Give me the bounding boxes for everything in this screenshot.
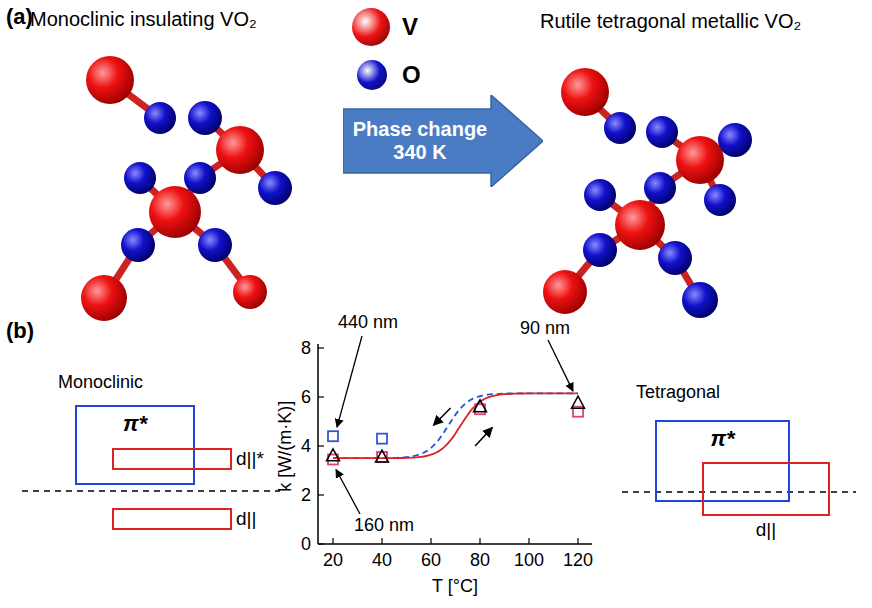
data-triangle (376, 450, 389, 462)
label: Monoclinic (58, 372, 143, 393)
data-triangle (474, 400, 487, 412)
tick-label: 4 (301, 436, 311, 457)
band-box: d||* (112, 448, 232, 470)
tick (318, 445, 324, 446)
tick (430, 538, 431, 544)
data-square (328, 431, 338, 441)
leader-arrow (548, 340, 573, 391)
label: k [W/(m·K)] (275, 401, 296, 492)
tick (479, 538, 480, 544)
band-label: d||* (236, 448, 264, 470)
fermi-level (622, 491, 856, 493)
tick-label: 0 (301, 534, 311, 555)
annotation: 440 nm (338, 312, 398, 333)
model-curve (333, 393, 578, 458)
tick (381, 538, 382, 544)
cooling-arrow (433, 408, 450, 425)
fermi-level (22, 490, 280, 492)
label: (b) (6, 318, 34, 343)
tick (318, 347, 324, 348)
tick (318, 543, 324, 544)
data-triangle (572, 396, 585, 408)
leader-arrow (337, 336, 362, 427)
tick-label: 80 (470, 550, 490, 571)
band-label: π* (123, 411, 147, 436)
label: Monoclinic insulating VO₂ (30, 8, 257, 31)
tick (577, 538, 578, 544)
tick-label: 8 (301, 338, 311, 359)
band-label: π* (710, 426, 734, 451)
band-box: d|| (702, 462, 830, 516)
tick (318, 396, 324, 397)
tick-label: 40 (372, 550, 392, 571)
band-label: d|| (236, 508, 256, 530)
band-label: d|| (756, 519, 776, 541)
label: (a) (6, 4, 33, 29)
label: Rutile tetragonal metallic VO₂ (540, 10, 801, 33)
tick-label: 100 (514, 550, 544, 571)
annotation: 160 nm (352, 515, 416, 536)
tick (332, 538, 333, 544)
band-box: d|| (112, 508, 232, 530)
leader-arrow (336, 469, 360, 514)
y-axis (317, 344, 319, 544)
arrow-label: Phase change 340 K (349, 118, 491, 164)
legend-text: V (402, 13, 418, 41)
legend-sphere (357, 60, 387, 90)
tick-label: 6 (301, 387, 311, 408)
legend-sphere (352, 8, 390, 46)
model-curve (333, 393, 578, 458)
tick-label: 60 (421, 550, 441, 571)
band-box: π* (75, 405, 195, 485)
heating-arrow (475, 428, 492, 446)
legend-text: O (402, 61, 421, 89)
annotation: 90 nm (520, 318, 570, 339)
tick-label: 20 (323, 550, 343, 571)
tick-label: 2 (301, 485, 311, 506)
phase-change-arrow: Phase change 340 K (343, 95, 543, 187)
data-triangle (327, 449, 340, 461)
label: T [°C] (432, 576, 478, 597)
band-box: π* (655, 420, 790, 502)
monoclinic-molecule (81, 56, 292, 321)
tick (528, 538, 529, 544)
tick (318, 494, 324, 495)
tick-label: 120 (563, 550, 593, 571)
data-square (377, 434, 387, 444)
label: Tetragonal (636, 382, 720, 403)
x-axis (318, 543, 592, 545)
rutile-molecule (543, 68, 752, 318)
